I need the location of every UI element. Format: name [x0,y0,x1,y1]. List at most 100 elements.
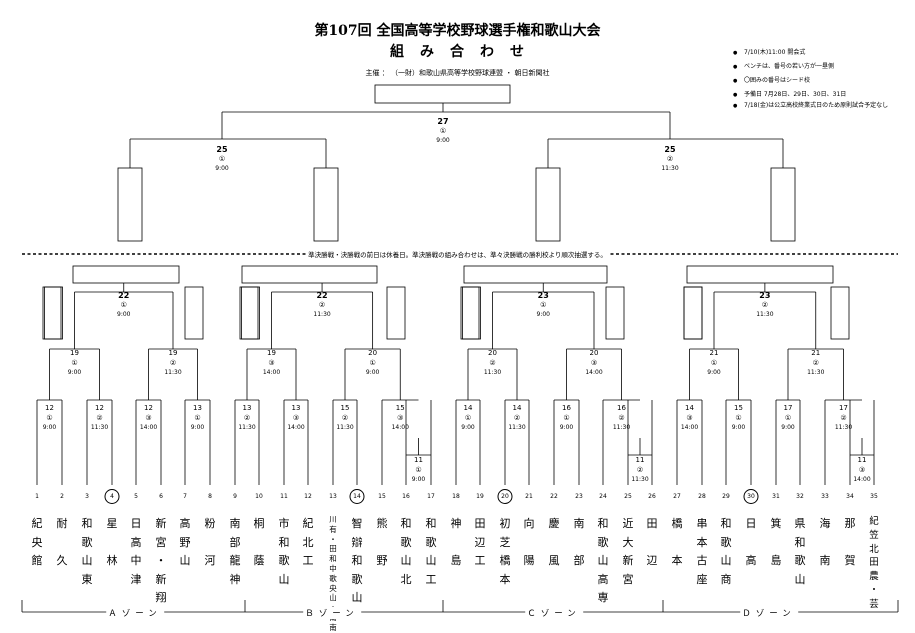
match-time: 11:30 [483,369,502,376]
match-time: 9:00 [190,424,205,431]
match-day: 16 [562,404,571,412]
team-char: 津 [130,572,142,586]
entry-number: 35 [870,493,878,500]
team-char [643,534,661,553]
team-char [201,534,219,553]
team-char: 有 [329,524,337,534]
team-char: 和 [597,517,609,530]
team-char: 中 [130,554,142,567]
entry-number: 8 [208,493,212,500]
team-name: 耐 久 [53,515,71,571]
team-char: 新 [155,517,167,530]
divider-note: 準決勝戦・決勝戦の前日は休養日。準決勝戦の組み合わせは、準々決勝戦の勝利校より順… [306,251,609,259]
entry-number: 32 [796,493,804,500]
match-day: 23 [537,291,549,300]
result-box [770,167,796,242]
team-char: 田 [329,544,337,554]
result-box [241,286,260,340]
zone-b-label: Ｂゾーン [303,607,361,619]
match-game: ① [710,358,718,367]
match-game: ③ [397,413,404,422]
team-char: ・ [869,584,879,596]
team-char: 市 [278,517,290,530]
team-char: 部 [229,535,241,549]
match-day: 19 [267,349,276,357]
match-game: ② [489,358,496,367]
match-time: 11:30 [313,311,331,318]
team-name: 智辯和歌山 [348,515,366,608]
team-char: 歌 [794,554,806,567]
team-char: 南 [229,517,241,530]
match-game: ③ [590,358,598,367]
team-char [545,534,563,553]
match-day: 23 [759,291,771,300]
team-char: 紀 [869,516,879,527]
match-day: 12 [95,404,104,412]
team-char: ・ [155,554,167,567]
match-game: ② [96,413,103,422]
match-day: 11 [414,456,423,464]
seed-number: 14 [349,489,365,504]
match-day: 12 [144,404,153,412]
team-char: 大 [622,535,634,549]
match-game: ② [761,300,769,309]
entry-number: 33 [821,493,829,500]
page-title: 第107回 全国高等学校野球選手権和歌山大会 [314,23,601,39]
entry-number: 17 [427,493,435,500]
match-time: 9:00 [215,165,229,172]
team-char: 翔 [155,591,167,604]
match-game: ① [120,300,127,309]
match-time: 14:00 [262,369,281,376]
match-time: 11:30 [612,424,631,431]
match-game: ① [46,413,53,422]
team-char: 央 [31,535,43,549]
team-char: 北 [302,535,314,549]
note-item: 予備日 7月28日、29日、30日、31日 [733,88,913,102]
team-char: 陽 [523,554,535,567]
team-name: 南部龍神 [226,515,244,589]
team-char: 蔭 [253,554,265,567]
note-item: 〇囲みの番号はシード校 [733,74,913,88]
team-char: 和 [794,535,806,549]
team-name: 田 辺 [643,515,661,571]
team-char: 和 [278,535,290,549]
result-box [686,265,834,284]
match-day: 27 [437,117,449,126]
team-char: 北 [869,543,879,555]
match-game: ① [369,358,376,367]
team-char: 歌 [720,535,732,549]
team-name: 紀笠北田農・芸 [865,515,883,612]
entry-number: 7 [183,493,187,500]
match-time: 9:00 [365,369,380,376]
team-char [53,534,71,553]
entry-number: 34 [846,493,854,500]
match-time: 11:30 [807,369,825,376]
match-day: 21 [709,349,719,357]
team-char: 初 [499,517,511,530]
match-game: ③ [268,358,275,367]
match-time: 9:00 [461,424,475,431]
team-name: 熊 野 [373,515,391,571]
match-time: 11:30 [756,311,774,318]
team-char: 山 [329,593,337,603]
result-box [44,286,63,340]
entry-number: 23 [575,493,583,500]
match-day: 20 [589,349,599,357]
team-name: 日高中津 [127,515,145,589]
match-time: 9:00 [411,476,426,483]
team-char: 海 [819,517,831,530]
team-char [447,534,465,553]
result-box [374,84,511,104]
entry-number: 24 [599,493,607,500]
result-box [184,286,204,340]
